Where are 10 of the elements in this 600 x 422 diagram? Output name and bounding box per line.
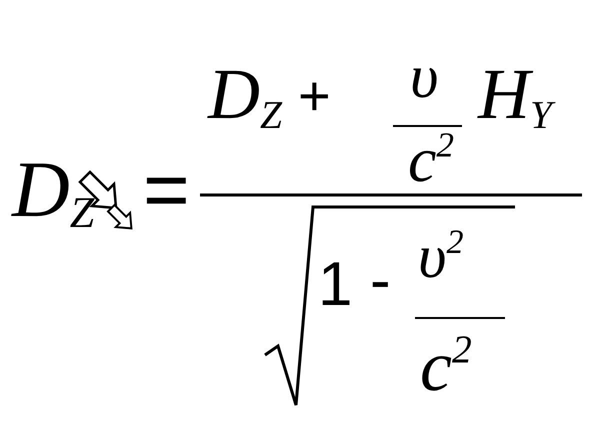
- minus-sign: -: [370, 250, 391, 312]
- math-variable: c$^{2}$: [408, 128, 454, 192]
- equals-sign: =: [143, 150, 190, 230]
- math-variable: D$_{Z}$: [12, 150, 94, 230]
- plus-sign: +: [298, 68, 331, 124]
- math-variable: c$^{2}$: [420, 330, 472, 402]
- math-variable: υ$^{2}$: [418, 226, 464, 288]
- digit: 1: [318, 254, 352, 316]
- math-variable: D$_{Z}$: [208, 58, 282, 130]
- math-variable: υ: [410, 46, 438, 108]
